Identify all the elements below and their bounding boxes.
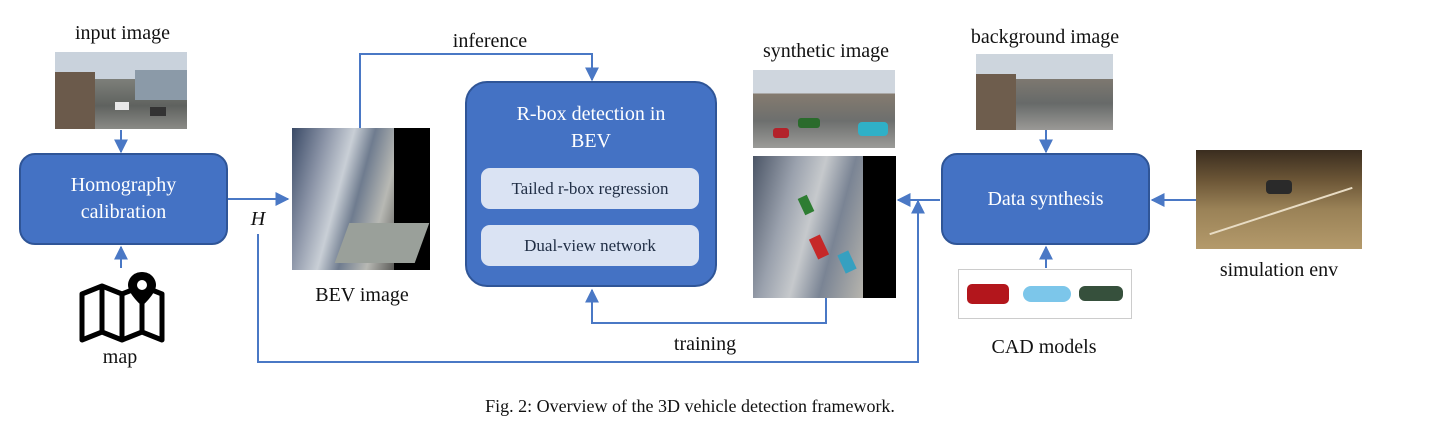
data-synthesis-box: Data synthesis [941, 153, 1150, 245]
input-image-label: input image [75, 22, 170, 44]
data-synthesis-label: Data synthesis [987, 187, 1104, 210]
arrow-inference [359, 53, 599, 128]
simulation-env-image [1196, 150, 1362, 249]
bev-image-label: BEV image [315, 284, 409, 306]
inference-label: inference [452, 30, 528, 52]
background-image [976, 54, 1113, 130]
synthetic-image [753, 70, 895, 148]
cad-models-image [958, 269, 1132, 319]
map-label: map [102, 346, 138, 368]
homography-calibration-label: Homography calibration [70, 174, 177, 223]
bev-image [292, 128, 430, 270]
rbox-detection-title: R-box detection in BEV [516, 103, 666, 152]
input-image [55, 52, 187, 129]
map-pin-icon [79, 272, 165, 343]
figure-caption: Fig. 2: Overview of the 3D vehicle detec… [485, 396, 895, 416]
dual-view-network-block: Dual-view network [481, 225, 699, 266]
arrow-training [585, 288, 827, 324]
synthetic-bev-image [753, 156, 896, 298]
background-image-label: background image [970, 26, 1120, 48]
homography-calibration-box: Homography calibration [19, 153, 228, 245]
tailed-rbox-regression-block: Tailed r-box regression [481, 168, 699, 209]
arrow-h-to-data-synthesis [257, 199, 925, 363]
h-symbol: H [250, 208, 266, 230]
cad-models-label: CAD models [991, 336, 1097, 358]
synthetic-image-label: synthetic image [762, 40, 890, 62]
training-label: training [673, 333, 737, 355]
simulation-env-label: simulation env [1219, 259, 1339, 281]
